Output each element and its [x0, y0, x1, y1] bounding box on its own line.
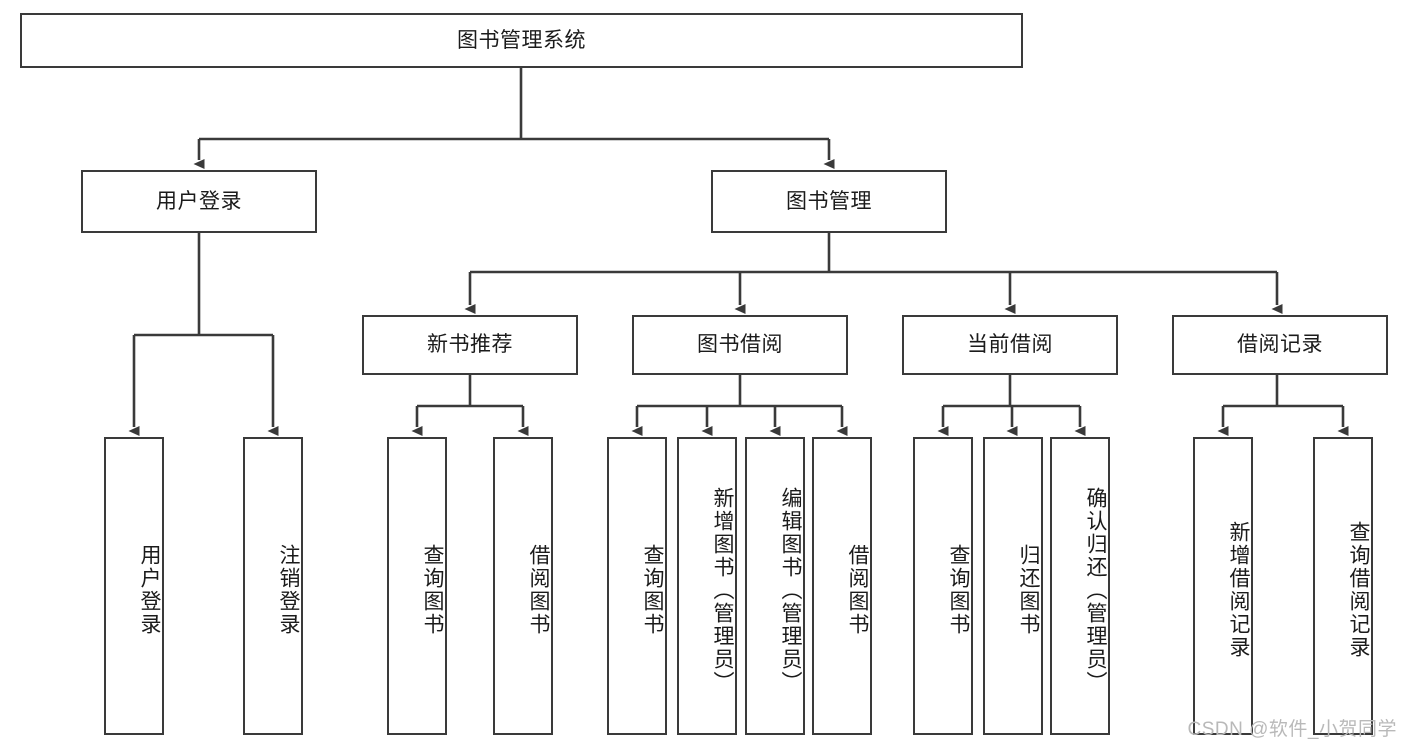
leaf-borrow-record-1[interactable]: 新增借阅记录 [1193, 437, 1253, 735]
leaf-new-book-2-label: 借阅图书 [527, 544, 550, 636]
node-book-borrow[interactable]: 图书借阅 [632, 315, 848, 375]
node-user-login-label: 用户登录 [156, 189, 242, 213]
node-new-book-recommend[interactable]: 新书推荐 [362, 315, 578, 375]
node-borrow-record-label: 借阅记录 [1237, 333, 1323, 357]
leaf-book-borrow-3-label: 编辑图书（管理员） [779, 486, 802, 694]
node-current-borrow-label: 当前借阅 [967, 333, 1053, 357]
node-user-login[interactable]: 用户登录 [81, 170, 317, 233]
node-current-borrow[interactable]: 当前借阅 [902, 315, 1118, 375]
leaf-current-borrow-2[interactable]: 归还图书 [983, 437, 1043, 735]
leaf-new-book-1-label: 查询图书 [421, 544, 444, 636]
node-book-management[interactable]: 图书管理 [711, 170, 947, 233]
leaf-new-book-1[interactable]: 查询图书 [387, 437, 447, 735]
leaf-borrow-record-1-label: 新增借阅记录 [1227, 521, 1250, 659]
leaf-book-borrow-4[interactable]: 借阅图书 [812, 437, 872, 735]
leaf-current-borrow-3[interactable]: 确认归还（管理员） [1050, 437, 1110, 735]
node-book-borrow-label: 图书借阅 [697, 333, 783, 357]
leaf-user-login-1-label: 用户登录 [138, 544, 161, 636]
node-borrow-record[interactable]: 借阅记录 [1172, 315, 1388, 375]
leaf-new-book-2[interactable]: 借阅图书 [493, 437, 553, 735]
leaf-book-borrow-1[interactable]: 查询图书 [607, 437, 667, 735]
leaf-user-login-1[interactable]: 用户登录 [104, 437, 164, 735]
leaf-current-borrow-1-label: 查询图书 [947, 544, 970, 636]
node-root-system-label: 图书管理系统 [457, 28, 586, 52]
leaf-book-borrow-3[interactable]: 编辑图书（管理员） [745, 437, 805, 735]
leaf-borrow-record-2-label: 查询借阅记录 [1347, 521, 1370, 659]
leaf-user-login-2-label: 注销登录 [277, 544, 300, 636]
leaf-current-borrow-1[interactable]: 查询图书 [913, 437, 973, 735]
csdn-watermark: CSDN @软件_小贺同学 [1187, 719, 1397, 740]
leaf-book-borrow-2-label: 新增图书（管理员） [711, 486, 734, 694]
node-new-book-recommend-label: 新书推荐 [427, 333, 513, 357]
leaf-book-borrow-4-label: 借阅图书 [846, 544, 869, 636]
leaf-current-borrow-3-label: 确认归还（管理员） [1084, 486, 1107, 694]
leaf-book-borrow-1-label: 查询图书 [641, 544, 664, 636]
leaf-current-borrow-2-label: 归还图书 [1017, 544, 1040, 636]
leaf-borrow-record-2[interactable]: 查询借阅记录 [1313, 437, 1373, 735]
leaf-user-login-2[interactable]: 注销登录 [243, 437, 303, 735]
node-root-system[interactable]: 图书管理系统 [20, 13, 1023, 68]
leaf-book-borrow-2[interactable]: 新增图书（管理员） [677, 437, 737, 735]
node-book-management-label: 图书管理 [786, 189, 872, 213]
